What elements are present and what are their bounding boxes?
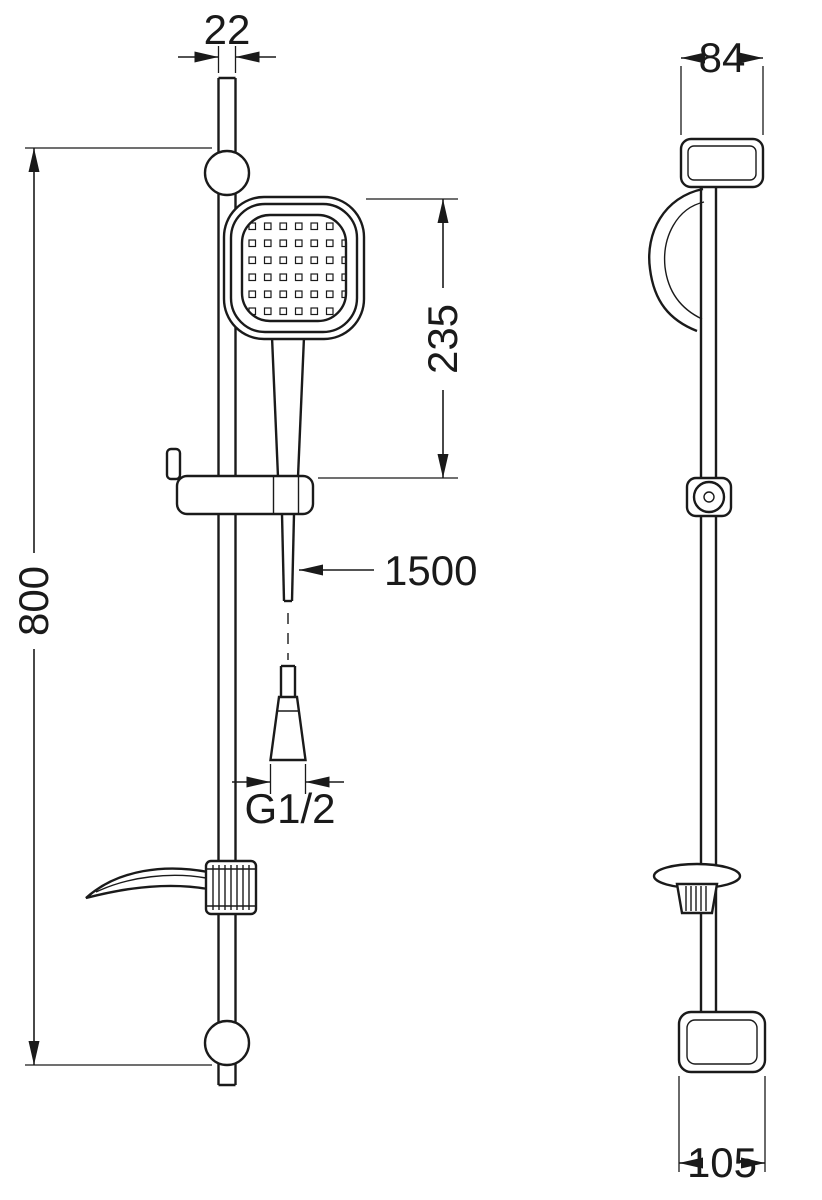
hose-outlet bbox=[280, 513, 296, 660]
dim-bottom-bracket: 105 bbox=[678, 1076, 766, 1186]
dim-handset-length: 235 bbox=[318, 198, 466, 479]
dim-top-bracket: 84 bbox=[680, 34, 764, 135]
dim-rail-length-label: 800 bbox=[10, 566, 57, 636]
soap-dish-front bbox=[85, 859, 258, 916]
dim-rail-length: 800 bbox=[10, 147, 212, 1066]
hose-connector bbox=[269, 664, 307, 762]
dim-bottom-bracket-label: 105 bbox=[687, 1139, 757, 1186]
handset-handle bbox=[270, 336, 306, 478]
dim-hose-length: 1500 bbox=[299, 547, 477, 594]
dim-thread: G1/2 bbox=[232, 764, 344, 832]
spray-face bbox=[240, 213, 348, 323]
bottom-bracket-side bbox=[677, 1010, 767, 1074]
slider-side bbox=[685, 476, 733, 518]
slider-holder bbox=[165, 447, 315, 516]
bottom-mount-knob bbox=[203, 1019, 251, 1067]
shower-head-front bbox=[222, 195, 366, 341]
soap-dish-side bbox=[652, 862, 742, 915]
top-mount-knob bbox=[203, 149, 251, 197]
top-bracket-side bbox=[679, 137, 765, 189]
dim-rail-width: 22 bbox=[178, 6, 276, 73]
shower-head-side bbox=[648, 187, 705, 333]
dim-rail-width-label: 22 bbox=[204, 6, 251, 53]
dim-handset-length-label: 235 bbox=[419, 304, 466, 374]
dim-hose-length-label: 1500 bbox=[384, 547, 477, 594]
dim-thread-label: G1/2 bbox=[244, 785, 335, 832]
front-view: 22 800 235 1500 G1/2 bbox=[10, 6, 477, 1087]
dim-top-bracket-label: 84 bbox=[699, 34, 746, 81]
side-view: 84 105 bbox=[648, 34, 767, 1186]
